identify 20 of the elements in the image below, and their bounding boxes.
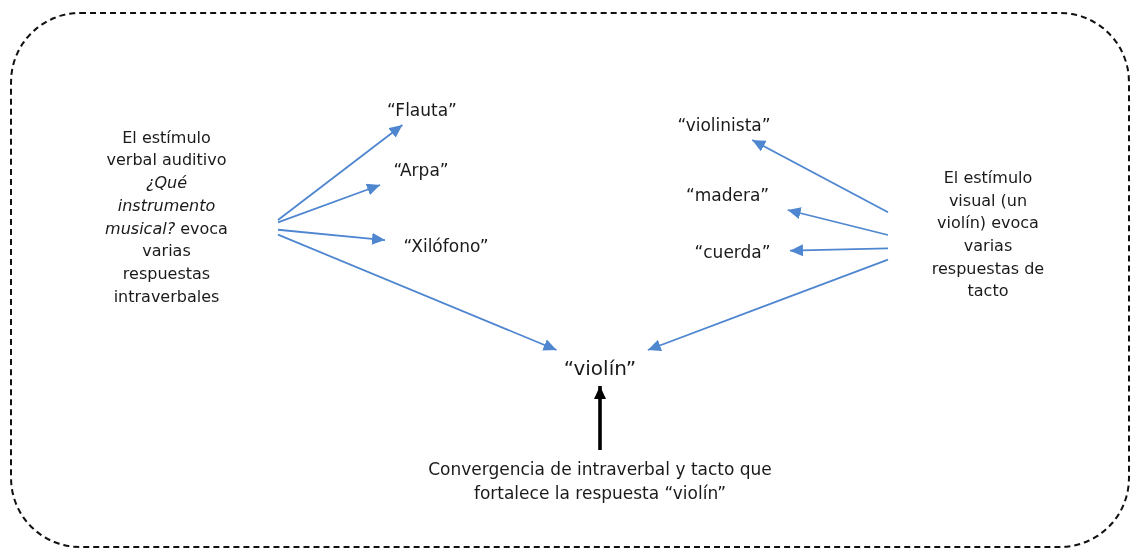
arrow	[786, 207, 889, 236]
arrow	[277, 183, 381, 224]
arrow	[594, 386, 606, 450]
arrow	[789, 244, 889, 257]
arrow	[646, 258, 889, 352]
arrow	[277, 228, 386, 245]
node-text: “violinista”	[677, 113, 771, 137]
dashed-frame	[10, 12, 1130, 548]
node-text: “Arpa”	[393, 158, 449, 182]
node-text: “cuerda”	[694, 240, 771, 264]
arrow	[277, 233, 558, 351]
node-text: El estímulo visual (un violín) evoca varias respuestas de tacto	[930, 166, 1046, 303]
arrow	[751, 139, 889, 214]
node-text: “Xilófono”	[403, 234, 489, 258]
node-text: “violín”	[563, 354, 637, 382]
node-text: Convergencia de intraverbal y tacto que fortalece la respuesta “violín”	[427, 457, 773, 505]
node-text: El estímulo verbal auditivo ¿Qué instrumento musical? evoca varias respuestas intraverbales	[104, 126, 229, 308]
arrow	[277, 124, 404, 221]
node-text: “madera”	[685, 183, 770, 207]
node-text: “Flauta”	[387, 98, 457, 122]
